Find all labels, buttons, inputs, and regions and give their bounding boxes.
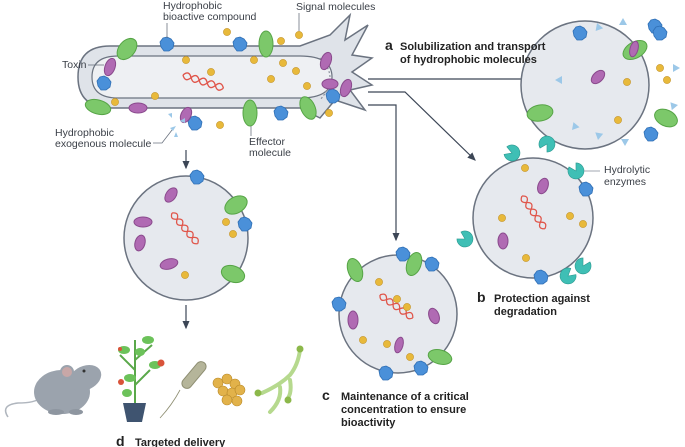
svg-text:concentration to ensure: concentration to ensure	[341, 404, 466, 416]
signal-molecule	[182, 56, 190, 64]
svg-text:Toxin: Toxin	[62, 59, 87, 71]
toxin	[321, 78, 339, 90]
vesicle-b	[454, 132, 600, 288]
effector-protein	[242, 99, 258, 127]
signal-molecule	[277, 37, 285, 45]
hydrophobic-compound	[159, 36, 175, 52]
cocci-cluster	[212, 373, 246, 407]
arrow-b	[368, 91, 476, 161]
svg-text:degradation: degradation	[494, 306, 557, 318]
signal-molecule	[151, 92, 159, 100]
svg-text:Signal molecules: Signal molecules	[296, 1, 375, 13]
signal-molecule	[111, 98, 119, 106]
svg-text:Hydrolytic: Hydrolytic	[604, 164, 650, 176]
label-toxin: Toxin	[62, 59, 104, 71]
panel-c-title: c Maintenance of a critical concentratio…	[322, 387, 469, 429]
signal-molecule	[223, 28, 231, 36]
fungal-hyphae	[254, 345, 304, 414]
effector-protein	[258, 30, 274, 58]
svg-text:of hydrophobic molecules: of hydrophobic molecules	[400, 54, 537, 66]
effector-protein	[116, 37, 138, 61]
signal-molecule	[303, 82, 311, 90]
svg-text:Maintenance of a critical: Maintenance of a critical	[341, 391, 469, 403]
svg-text:Targeted delivery: Targeted delivery	[135, 437, 226, 447]
svg-text:b: b	[477, 289, 486, 305]
svg-text:Effector: Effector	[249, 136, 285, 148]
signal-molecule	[292, 67, 300, 75]
exogenous-molecule	[168, 113, 185, 137]
panel-a-title: a Solubilization and transport of hydrop…	[385, 37, 546, 66]
svg-text:Solubilization and transport: Solubilization and transport	[400, 41, 546, 53]
panel-d-title: d Targeted delivery	[116, 433, 226, 447]
vesicle-a	[520, 18, 680, 150]
effector-protein	[84, 98, 112, 116]
label-effector-molecule: Effector molecule	[249, 126, 291, 159]
vesicle-c	[331, 246, 458, 381]
rod-bacterium	[159, 361, 207, 419]
hydrophobic-compound	[232, 36, 248, 52]
toxin	[103, 57, 117, 77]
signal-molecule	[295, 31, 303, 39]
svg-text:Protection against: Protection against	[494, 293, 590, 305]
panel-b-title: b Protection against degradation	[477, 289, 590, 318]
signal-molecule	[250, 56, 258, 64]
svg-text:c: c	[322, 387, 330, 403]
bacterium	[77, 12, 374, 137]
label-hydrophobic-bioactive-compound: Hydrophobic bioactive compound	[163, 0, 257, 38]
toxin	[128, 102, 148, 114]
svg-text:Hydrophobic: Hydrophobic	[55, 127, 114, 139]
label-signal-molecules: Signal molecules	[296, 1, 375, 31]
svg-text:Hydrophobic: Hydrophobic	[163, 0, 222, 12]
svg-text:a: a	[385, 37, 393, 53]
arrows	[182, 75, 547, 330]
tomato-plant	[118, 336, 165, 422]
toxin	[319, 51, 333, 71]
arrow-c	[368, 104, 400, 242]
signal-molecule	[279, 59, 287, 67]
signal-molecule	[325, 109, 333, 117]
mouse	[4, 364, 102, 418]
effector-protein	[299, 96, 317, 120]
toxin	[179, 106, 193, 124]
inner-membrane	[91, 55, 333, 99]
svg-text:bioactivity: bioactivity	[341, 417, 396, 429]
vesicle-d	[123, 169, 253, 301]
svg-text:exogenous molecule: exogenous molecule	[55, 138, 151, 150]
svg-text:molecule: molecule	[249, 147, 291, 159]
toxin	[339, 78, 353, 98]
label-hydrolytic-enzymes: Hydrolytic enzymes	[604, 164, 650, 188]
label-hydrophobic-exogenous-molecule: Hydrophobic exogenous molecule	[55, 127, 173, 150]
signal-molecule	[216, 121, 224, 129]
signal-molecule	[267, 75, 275, 83]
signal-molecule	[207, 68, 215, 76]
svg-text:d: d	[116, 433, 125, 447]
svg-text:bioactive compound: bioactive compound	[163, 11, 257, 23]
svg-text:enzymes: enzymes	[604, 176, 646, 188]
